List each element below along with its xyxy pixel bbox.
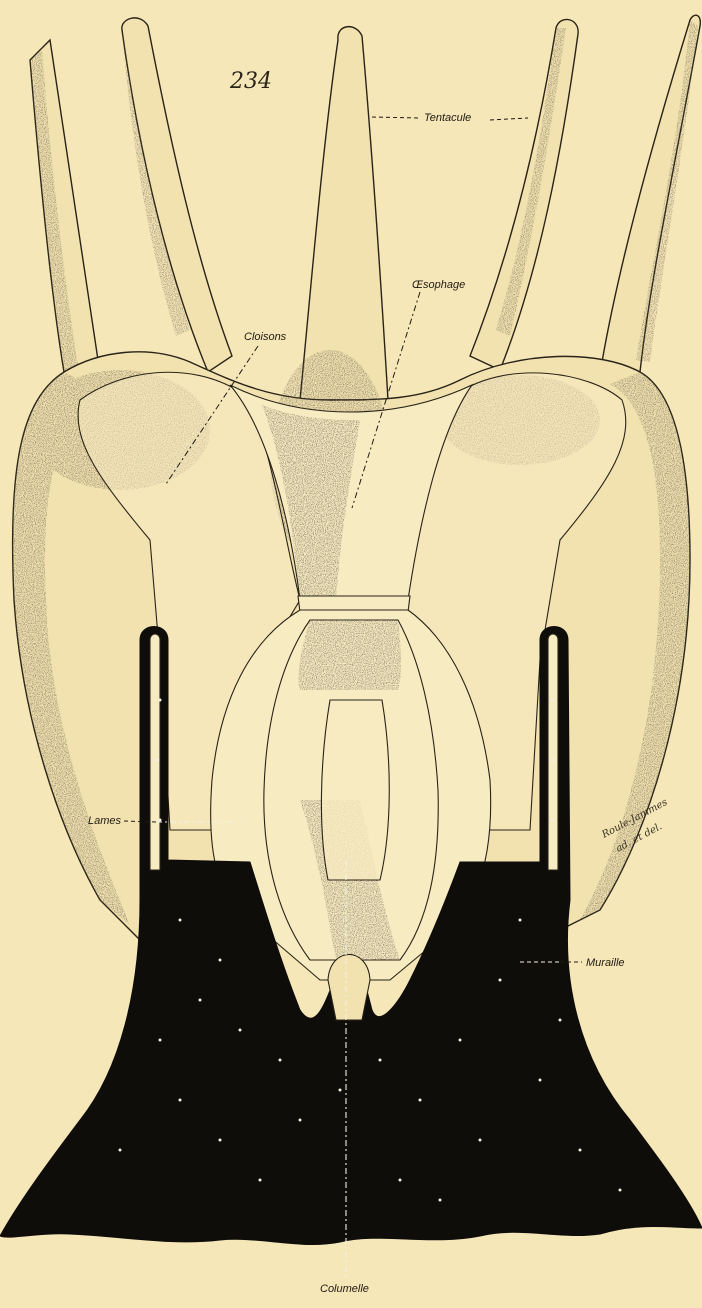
figure-number: 234 xyxy=(229,69,272,94)
label-oesophage: Œsophage xyxy=(412,279,465,291)
right-septum-notch xyxy=(548,634,558,870)
tentacle-right xyxy=(470,19,578,370)
left-septum-notch xyxy=(150,634,160,870)
columella-tip xyxy=(328,955,370,1021)
tentacles xyxy=(30,15,700,400)
label-muraille: Muraille xyxy=(586,957,625,969)
lumen xyxy=(321,700,389,880)
label-cloisons: Cloisons xyxy=(244,331,287,343)
label-tentacule: Tentacule xyxy=(424,112,471,124)
label-lames: Lames xyxy=(88,815,122,827)
tentacle-center xyxy=(300,27,388,400)
label-columelle: Columelle xyxy=(320,1283,369,1295)
